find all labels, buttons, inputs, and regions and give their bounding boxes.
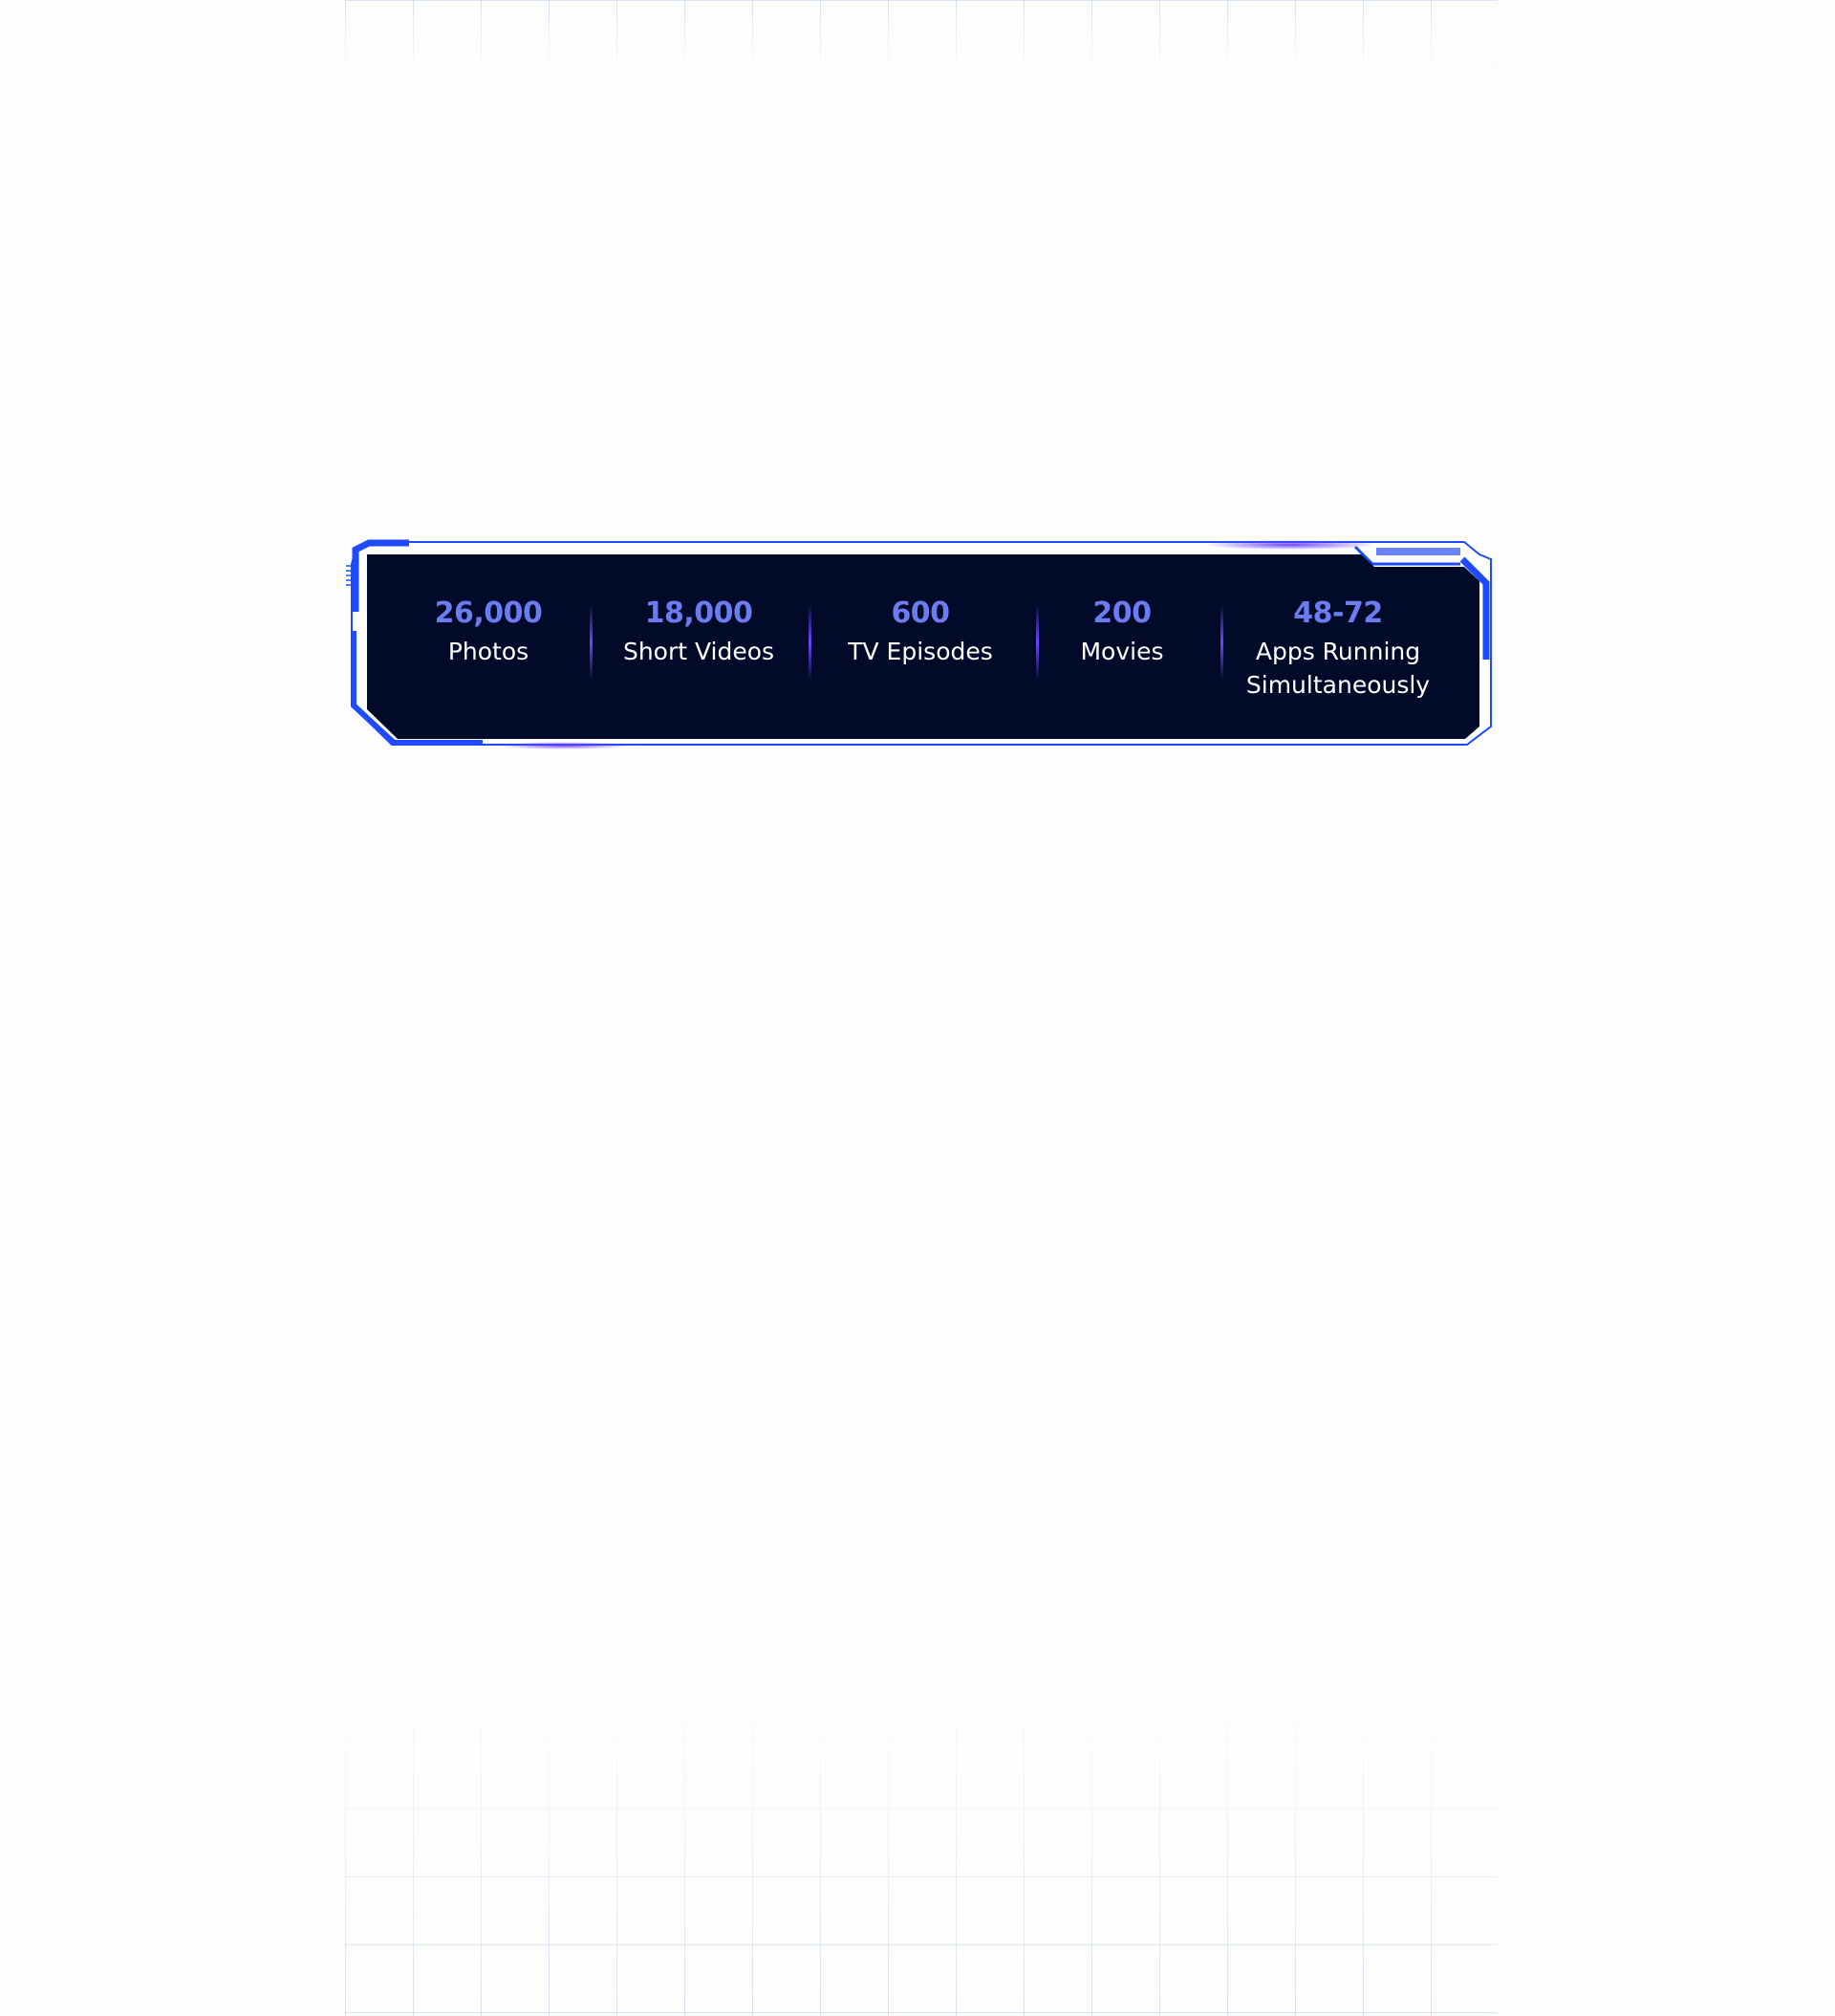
stat-apps-running: 48-72 Apps Running Simultaneously	[1246, 595, 1430, 702]
stat-value: 48-72	[1293, 596, 1383, 630]
frame-corner-bottom-left	[351, 631, 483, 746]
frame-corner-right	[1459, 556, 1490, 660]
frame-tab-line	[1353, 545, 1460, 566]
stat-divider	[1220, 604, 1223, 681]
stat-divider	[590, 604, 593, 681]
stat-movies: 200 Movies	[1080, 595, 1163, 668]
background-grid-bottom	[345, 1673, 1497, 2016]
frame-corner-top-left	[352, 539, 409, 612]
stat-divider	[809, 604, 811, 681]
frame-tab-bar	[1376, 548, 1460, 555]
stat-value: 26,000	[434, 596, 543, 630]
stats-row: 26,000 Photos 18,000 Short Videos 600 TV…	[382, 556, 1481, 738]
background-grid-top	[345, 0, 1497, 76]
frame-glow-top	[1204, 540, 1376, 550]
stat-value: 18,000	[644, 596, 753, 630]
stats-panel	[367, 554, 1479, 739]
stat-label: Apps Running Simultaneously	[1245, 638, 1431, 699]
stat-photos: 26,000 Photos	[435, 595, 543, 668]
stat-short-videos: 18,000 Short Videos	[623, 595, 774, 668]
stat-label: Movies	[1080, 638, 1164, 665]
stat-tv-episodes: 600 TV Episodes	[848, 595, 993, 668]
stat-divider	[1036, 604, 1039, 681]
stat-label: Photos	[447, 638, 529, 665]
stat-label: TV Episodes	[848, 638, 993, 665]
stat-value: 200	[1092, 596, 1152, 630]
frame-glow-bottom	[497, 742, 631, 749]
stat-label: Short Videos	[622, 638, 775, 665]
stat-value: 600	[891, 596, 950, 630]
frame-left-ticks	[346, 565, 352, 586]
